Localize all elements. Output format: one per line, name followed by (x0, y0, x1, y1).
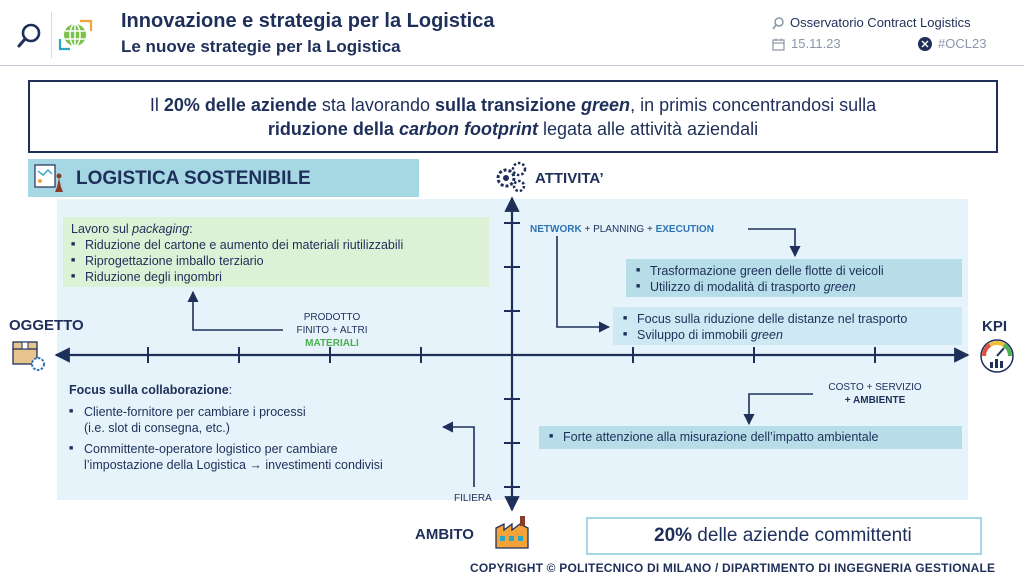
observatory-label: Osservatorio Contract Logistics (772, 15, 971, 30)
arrow-execution-to-fleet (748, 228, 801, 258)
headline-box: Il 20% delle aziende sta lavorando sulla… (28, 80, 998, 153)
observatory-name: Osservatorio Contract Logistics (790, 15, 971, 30)
headline-text: , in primis concentrandosi sulla (630, 95, 877, 115)
packaging-box: Lavoro sul packaging: Riduzione del cart… (63, 217, 489, 287)
packaging-list: Riduzione del cartone e aumento dei mate… (71, 237, 481, 285)
magnifier-icon (772, 17, 784, 30)
collaboration-title: Focus sulla collaborazione: (69, 383, 233, 397)
headline-bold: sulla transizione (434, 95, 582, 115)
list-item: Forte attenzione alla misurazione dell’i… (549, 429, 952, 445)
arrow-costo-to-impatto (743, 393, 813, 426)
axis-label-attivita: ATTIVITA’ (535, 170, 604, 187)
page-subtitle: Le nuove strategie per la Logistica (121, 37, 401, 56)
headline-line-1: Il 20% delle aziende sta lavorando sulla… (30, 93, 996, 117)
collaboration-block: Focus sulla collaborazione: Cliente-forn… (69, 382, 449, 478)
list-item: Cliente-fornitore per cambiare i process… (69, 404, 449, 436)
list-item: Focus sulla riduzione delle distanze nel… (623, 311, 952, 327)
list-item: Sviluppo di immobili green (623, 327, 952, 343)
section-banner (28, 159, 419, 197)
section-title: LOGISTICA SOSTENIBILE (76, 168, 311, 189)
logo-divider (51, 12, 52, 58)
event-date: 15.11.23 (772, 36, 841, 51)
distance-box: Focus sulla riduzione delle distanze nel… (613, 307, 962, 345)
arrow-filiera-to-collab (441, 421, 475, 487)
collaboration-list: Cliente-fornitore per cambiare i process… (69, 404, 449, 473)
costo-label: COSTO + SERVIZIO + AMBIENTE (828, 382, 922, 406)
axis-label-oggetto: OGGETTO (9, 317, 84, 334)
arrow-prodotto-to-packaging (187, 290, 283, 331)
headline-text: legata alle attività aziendali (537, 119, 759, 139)
list-item: Committente-operatore logistico per camb… (69, 441, 449, 473)
package-gear-icon (12, 341, 45, 371)
list-item: Trasformazione green delle flotte di vei… (636, 263, 952, 279)
axis-label-ambito: AMBITO (415, 526, 474, 543)
strategy-board-icon (34, 164, 63, 192)
axis-label-kpi: KPI (982, 318, 1008, 335)
statistic-text: 20% delle aziende committenti (654, 525, 912, 546)
list-item: Utilizzo di modalità di trasporto green (636, 279, 952, 295)
vertical-ticks (504, 222, 520, 488)
prodotto-label: PRODOTTO FINITO + ALTRI MATERIALI (296, 312, 368, 349)
filiera-label: FILIERA (454, 493, 492, 504)
headline-line-2: riduzione della carbon footprint legata … (30, 117, 996, 141)
gears-icon (496, 161, 527, 193)
statistic-box (586, 517, 982, 555)
list-item: Riprogettazione imballo terziario (71, 253, 481, 269)
headline-bold: 20% delle aziende (163, 95, 317, 115)
headline-bold: riduzione della (267, 119, 399, 139)
calendar-icon (772, 38, 785, 51)
header: Innovazione e strategia per la Logistica… (0, 0, 1024, 66)
fleet-box: Trasformazione green delle flotte di vei… (626, 259, 962, 297)
list-item: Riduzione del cartone e aumento dei mate… (71, 237, 481, 253)
hashtag[interactable]: #OCL23 (918, 36, 986, 51)
headline-text: sta lavorando (316, 95, 435, 115)
copyright-footer: COPYRIGHT © POLITECNICO DI MILANO / DIPA… (470, 561, 996, 572)
factory-icon (495, 516, 529, 549)
arrow-network-to-distance (556, 236, 611, 333)
impatto-box: Forte attenzione alla misurazione dell’i… (539, 426, 962, 449)
list-item: Riduzione degli ingombri (71, 269, 481, 285)
headline-bold-italic: green (581, 95, 631, 115)
event-date-text: 15.11.23 (791, 36, 841, 51)
hashtag-text: #OCL23 (938, 36, 987, 51)
horizontal-ticks (147, 347, 876, 363)
globe-arrows-icon (58, 19, 93, 51)
headline-bold-italic: carbon footprint (398, 119, 538, 139)
page-title: Innovazione e strategia per la Logistica (121, 10, 495, 32)
magnifier-logo-icon (17, 23, 41, 48)
gauge-icon (980, 339, 1014, 373)
headline-text: Il (149, 95, 164, 115)
packaging-intro: Lavoro sul packaging: (71, 222, 193, 236)
x-twitter-icon (918, 37, 932, 51)
network-label: NETWORK + PLANNING + EXECUTION (530, 224, 714, 235)
